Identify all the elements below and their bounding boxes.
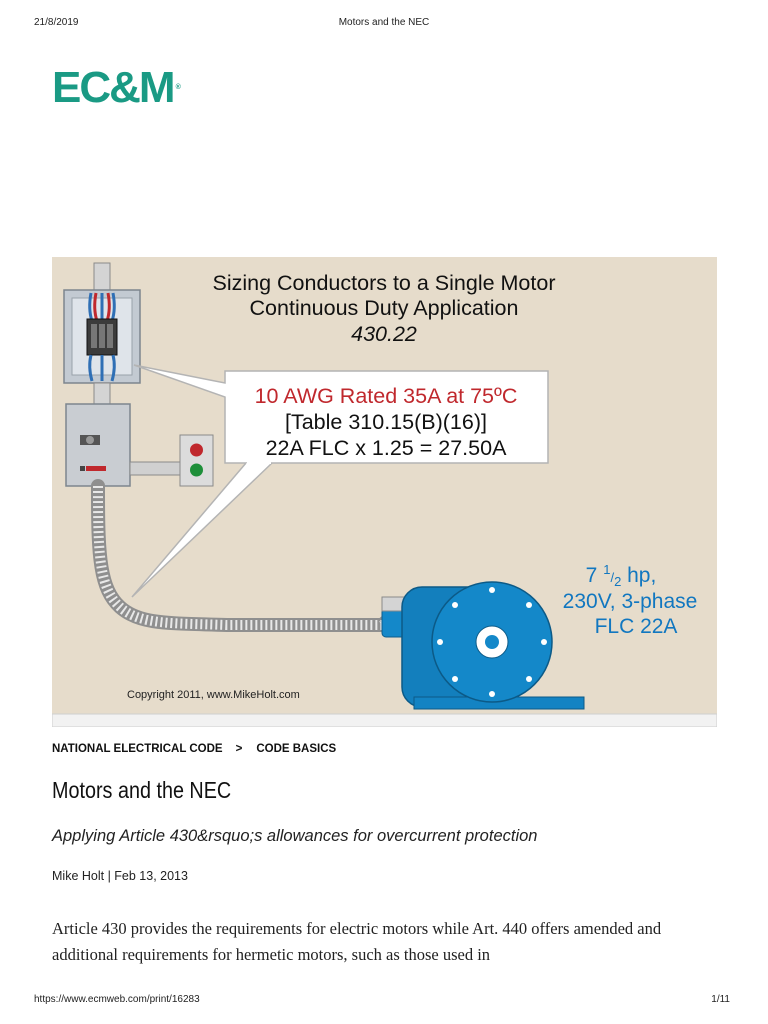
callout-line-3: 22A FLC x 1.25 = 27.50A	[266, 436, 508, 460]
breadcrumb: NATIONAL ELECTRICAL CODE > CODE BASICS	[52, 743, 336, 755]
motor-label-line-1: 7 1/2 hp,	[586, 562, 657, 589]
logo-text: EC&M	[52, 63, 176, 112]
breadcrumb-national-electrical-code[interactable]: NATIONAL ELECTRICAL CODE	[52, 743, 223, 755]
electric-motor	[381, 581, 585, 710]
motor-label-line-3: FLC 22A	[595, 615, 678, 638]
figure-title-line-1: Sizing Conductors to a Single Motor	[213, 271, 556, 295]
print-title: Motors and the NEC	[338, 17, 430, 28]
motor-diagram-figure: 10 AWG Rated 35A at 75ºC [Table 310.15(B…	[52, 257, 717, 727]
article-body-paragraph: Article 430 provides the requirements fo…	[52, 919, 662, 964]
figure-copyright: Copyright 2011, www.MikeHolt.com	[127, 689, 300, 701]
page-number: 1/11	[711, 994, 730, 1005]
article-byline: Mike Holt | Feb 13, 2013	[52, 869, 188, 883]
pushbutton-station	[179, 434, 214, 487]
motor-controller	[65, 403, 131, 487]
article-subhead: Applying Article 430&rsquo;s allowances …	[52, 827, 538, 845]
figure-title-line-2: Continuous Duty Application	[250, 296, 519, 320]
article-headline: Motors and the NEC	[52, 777, 232, 803]
motor-label-line-2: 230V, 3-phase	[563, 590, 698, 613]
registered-mark: ®	[175, 84, 181, 91]
top-conduit	[93, 262, 111, 294]
print-header: 21/8/2019 Motors and the NEC	[0, 17, 768, 31]
figure-background	[52, 257, 717, 714]
print-date: 21/8/2019	[34, 17, 79, 28]
disconnect-enclosure	[63, 289, 141, 384]
ecm-logo[interactable]: EC&M®	[52, 64, 181, 112]
print-url: https://www.ecmweb.com/print/16283	[34, 994, 200, 1005]
callout-bubble: 10 AWG Rated 35A at 75ºC [Table 310.15(B…	[131, 364, 549, 598]
callout-line-2: [Table 310.15(B)(16)]	[285, 410, 487, 434]
callout-line-1: 10 AWG Rated 35A at 75ºC	[255, 384, 518, 408]
breadcrumb-separator: >	[235, 743, 243, 755]
figure-title-line-3: 430.22	[351, 322, 417, 346]
breadcrumb-code-basics[interactable]: CODE BASICS	[256, 743, 337, 755]
